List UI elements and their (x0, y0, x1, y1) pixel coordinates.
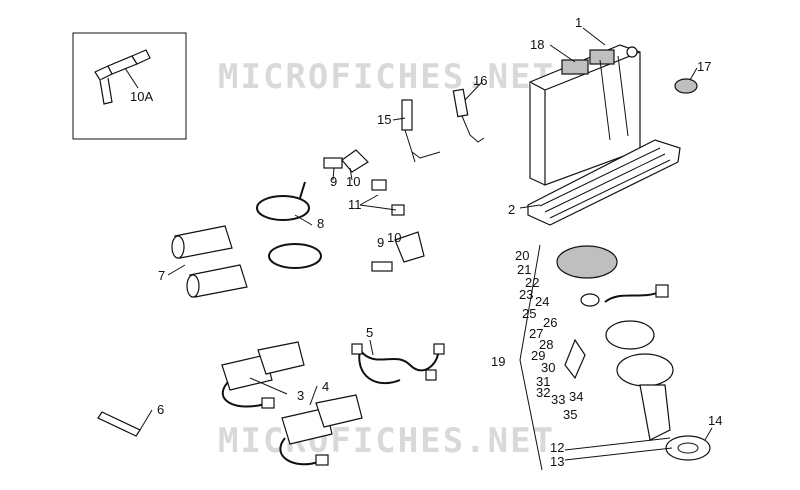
label-14: 14 (708, 413, 722, 428)
label-3: 3 (297, 388, 304, 403)
label-16: 16 (473, 73, 487, 88)
ignition-coils (171, 225, 248, 298)
label-10-lower: 10 (387, 230, 401, 245)
label-12: 12 (550, 440, 564, 455)
label-26: 26 (543, 315, 557, 330)
label-10a: 10A (130, 89, 153, 104)
battery-tray (527, 139, 681, 226)
watermark-bottom: MICROFICHES.NET (218, 421, 555, 461)
label-18: 18 (530, 37, 544, 52)
label-27: 27 (529, 326, 543, 341)
label-23: 23 (519, 287, 533, 302)
bracket-19 (519, 244, 543, 471)
label-11: 11 (348, 197, 362, 212)
label-20: 20 (515, 248, 529, 263)
label-4: 4 (322, 379, 329, 394)
label-10-upper: 10 (346, 174, 360, 189)
label-29: 29 (531, 348, 545, 363)
wiring-harness-5 (351, 343, 445, 385)
spark-plug-assembly-upper (323, 149, 405, 216)
label-31: 31 (536, 374, 550, 389)
label-8: 8 (317, 216, 324, 231)
label-5: 5 (366, 325, 373, 340)
label-19: 19 (491, 354, 505, 369)
inset-box-10a: 10A (72, 32, 187, 140)
label-34: 34 (569, 389, 583, 404)
label-17: 17 (697, 59, 711, 74)
watermark-top: MICROFICHES.NET (218, 57, 555, 97)
label-9-lower: 9 (377, 235, 384, 250)
battery (529, 44, 641, 186)
spark-plug-assembly-lower (371, 231, 425, 272)
label-28: 28 (539, 337, 553, 352)
label-30: 30 (541, 360, 555, 375)
label-2: 2 (508, 202, 515, 217)
label-35: 35 (563, 407, 577, 422)
label-25: 25 (522, 306, 536, 321)
cap-17 (674, 78, 698, 94)
label-13: 13 (550, 454, 564, 469)
label-24: 24 (535, 294, 549, 309)
ht-leads (401, 88, 485, 163)
callout-labels: 1 2 3 4 5 6 7 8 9 10 11 9 10 12 13 14 15… (157, 15, 722, 469)
label-15: 15 (377, 112, 391, 127)
cable-8 (256, 181, 322, 269)
label-1: 1 (575, 15, 582, 30)
regulator-lower (279, 394, 363, 466)
sleeve-6 (97, 411, 141, 437)
label-7: 7 (158, 268, 165, 283)
leader-lines (139, 27, 713, 461)
label-6: 6 (157, 402, 164, 417)
label-9-upper: 9 (330, 174, 337, 189)
label-22: 22 (525, 275, 539, 290)
label-32: 32 (536, 385, 550, 400)
label-21: 21 (517, 262, 531, 277)
regulator-upper (221, 341, 305, 409)
label-33: 33 (551, 392, 565, 407)
distributor-assembly (556, 245, 711, 461)
